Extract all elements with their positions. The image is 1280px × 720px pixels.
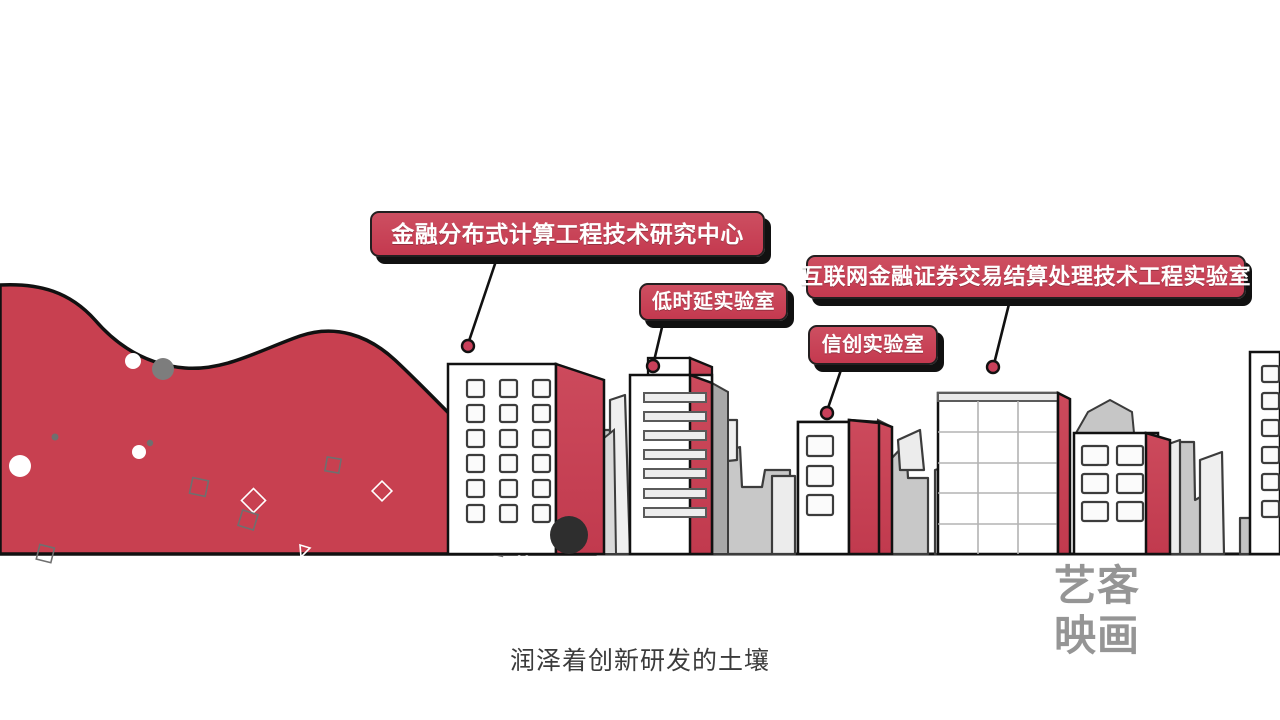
callout-label-text: 低时延实验室 bbox=[652, 291, 775, 313]
callout-label-text: 金融分布式计算工程技术研究中心 bbox=[391, 220, 744, 247]
building-tower-5 bbox=[1072, 398, 1172, 556]
callout-label-text: 信创实验室 bbox=[821, 334, 925, 356]
marker-dot-2 bbox=[985, 359, 1001, 375]
callout-label-low-latency-lab[interactable]: 低时延实验室 bbox=[639, 283, 788, 321]
marker-dot-1 bbox=[645, 358, 661, 374]
building-tower-4 bbox=[936, 390, 1072, 556]
watermark-logo: 艺客 映画 bbox=[1054, 561, 1180, 661]
leader-line-2 bbox=[993, 298, 1012, 362]
callout-leader-lines bbox=[467, 256, 1012, 410]
callout-label-research-center[interactable]: 金融分布式计算工程技术研究中心 bbox=[370, 211, 765, 257]
leader-line-1 bbox=[652, 321, 665, 363]
watermark-line-1: 艺客 bbox=[1054, 562, 1141, 609]
building-tower-2 bbox=[628, 356, 729, 556]
subtitle-caption: 润泽着创新研发的土壤 bbox=[0, 641, 1280, 677]
building-tower-6 bbox=[1248, 350, 1280, 556]
callout-label-xinchuang-lab[interactable]: 信创实验室 bbox=[808, 325, 938, 365]
leader-line-3 bbox=[826, 365, 844, 410]
building-tower-1 bbox=[446, 362, 618, 556]
marker-dot-0 bbox=[460, 338, 476, 354]
marker-dot-3 bbox=[819, 405, 835, 421]
watermark-line-2: 映画 bbox=[1054, 612, 1141, 659]
building-tower-3 bbox=[796, 418, 894, 556]
subtitle-text: 润泽着创新研发的土壤 bbox=[509, 647, 770, 675]
callout-label-internet-finance-lab[interactable]: 互联网金融证券交易结算处理技术工程实验室 bbox=[801, 255, 1251, 299]
callout-label-text: 互联网金融证券交易结算处理技术工程实验室 bbox=[801, 264, 1252, 289]
leader-line-0 bbox=[467, 256, 499, 343]
callout-marker-dots bbox=[460, 338, 1001, 421]
